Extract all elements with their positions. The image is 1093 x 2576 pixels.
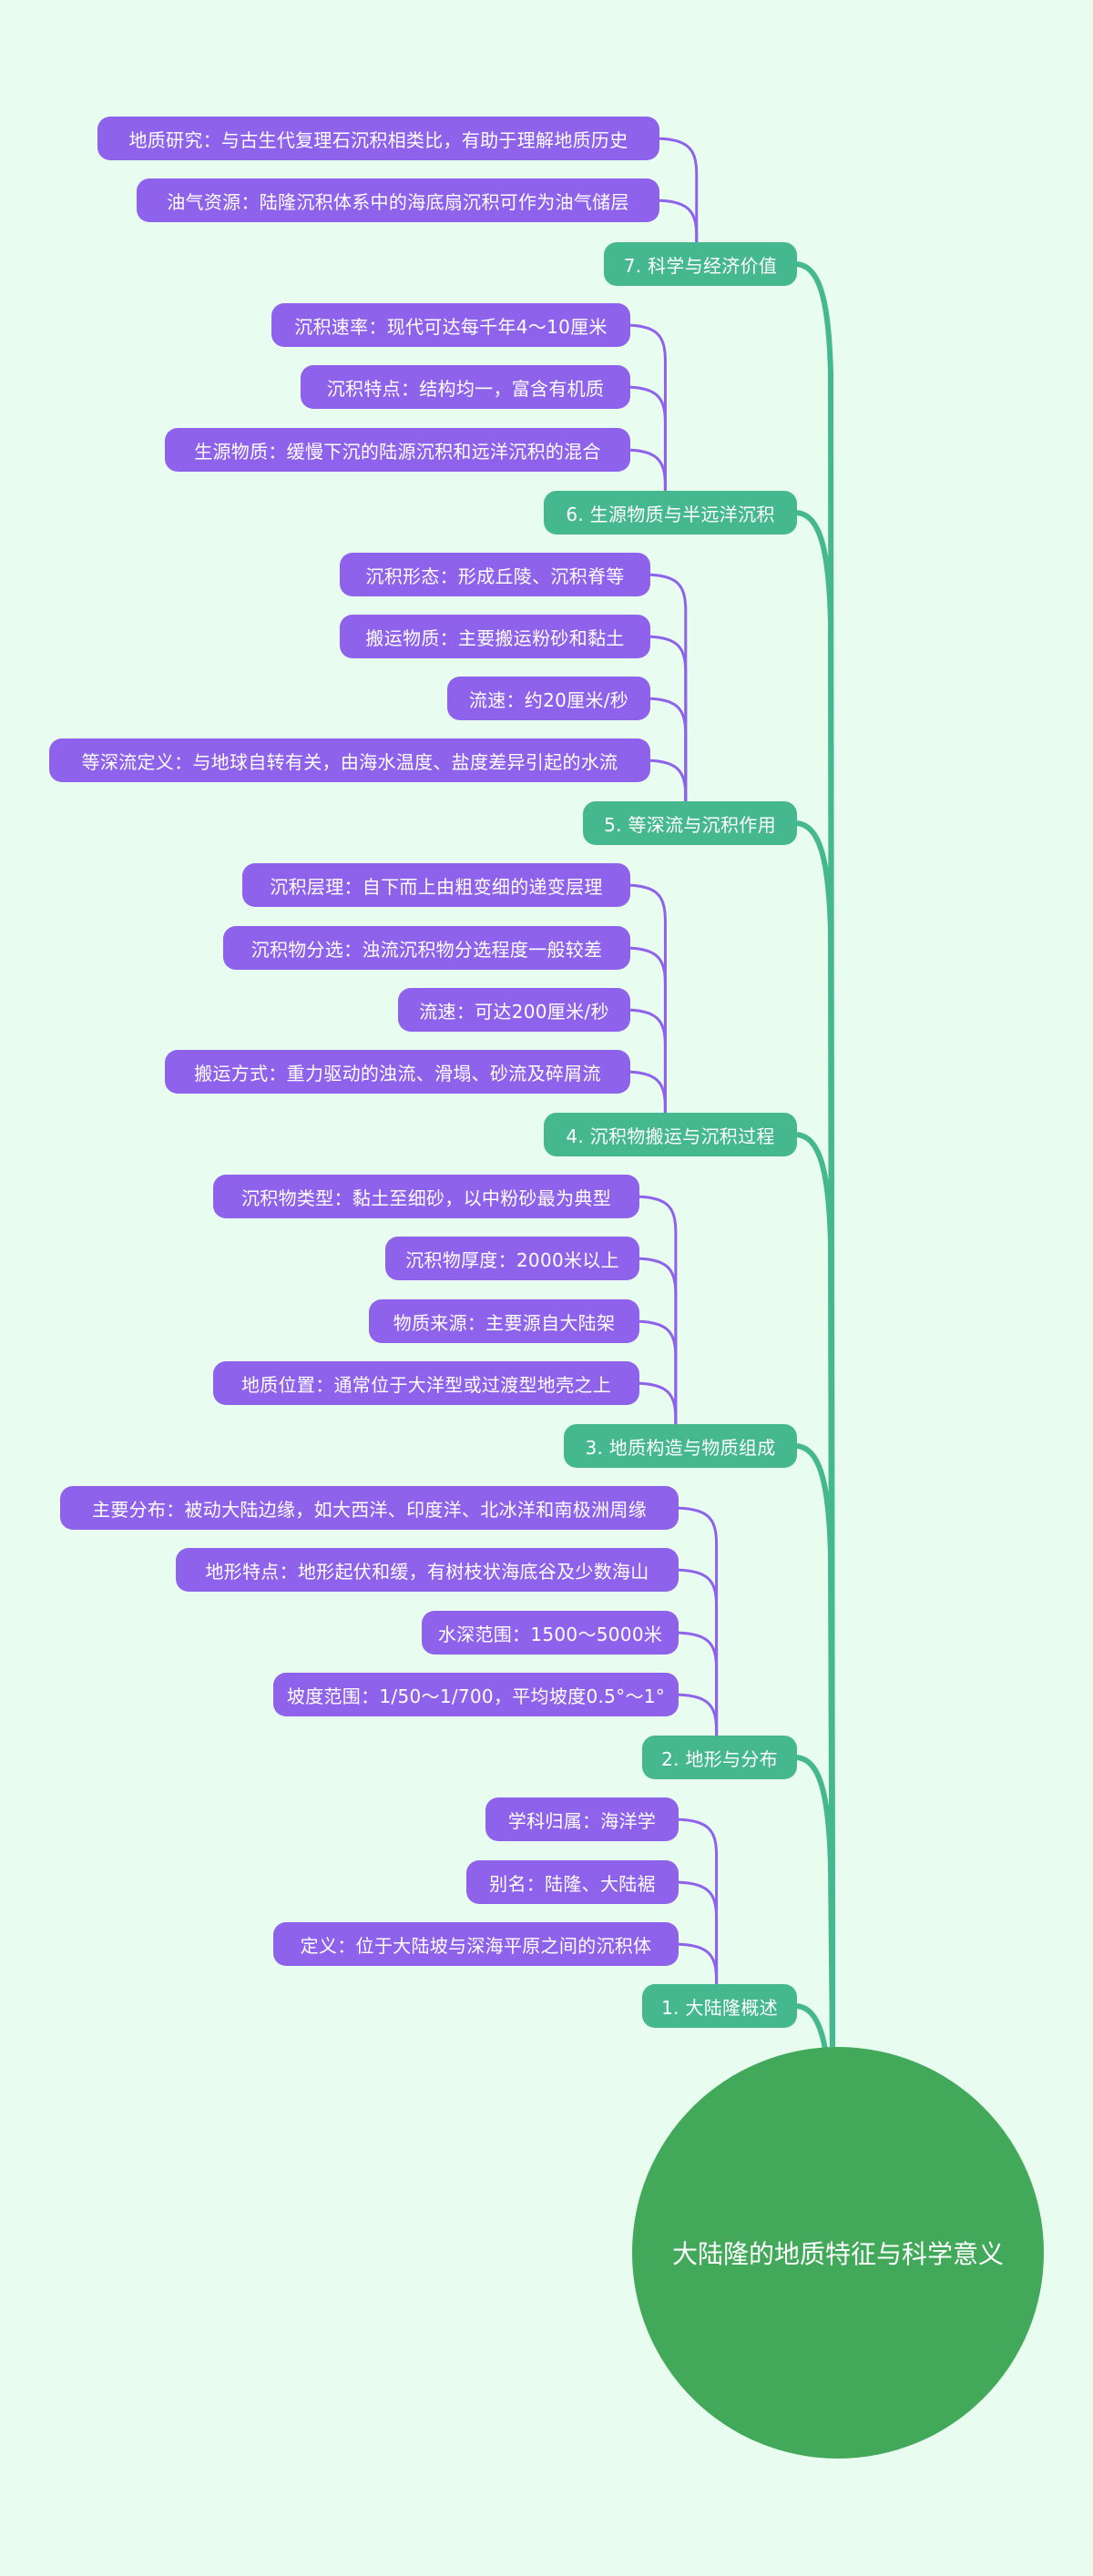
- branch-node-5[interactable]: 5. 等深流与沉积作用: [583, 801, 797, 845]
- leaf-node[interactable]: 地形特点：地形起伏和缓，有树枝状海底谷及少数海山: [176, 1548, 679, 1592]
- leaf-connector: [621, 385, 667, 494]
- leaf-connector: [621, 883, 667, 1116]
- leaf-connector: [630, 1257, 678, 1428]
- leaf-node[interactable]: 沉积速率：现代可达每千年4～10厘米: [271, 303, 630, 347]
- leaf-node[interactable]: 定义：位于大陆坡与深海平原之间的沉积体: [273, 1922, 679, 1966]
- leaf-node[interactable]: 坡度范围：1/50～1/700，平均坡度0.5°～1°: [273, 1673, 679, 1716]
- trunk-connector: [792, 261, 835, 2053]
- leaf-connector: [669, 1693, 719, 1739]
- leaf-label: 坡度范围：1/50～1/700，平均坡度0.5°～1°: [286, 1685, 666, 1707]
- leaf-node[interactable]: 水深范围：1500～5000米: [422, 1611, 679, 1655]
- leaf-connector: [650, 137, 699, 246]
- leaf-connector: [669, 1880, 719, 1988]
- leaf-connector: [621, 1008, 667, 1116]
- leaf-label: 油气资源：陆隆沉积体系中的海底扇沉积可作为油气储层: [167, 190, 629, 213]
- root-node[interactable]: 大陆隆的地质特征与科学意义: [632, 2047, 1044, 2459]
- leaf-label: 沉积特点：结构均一，富含有机质: [326, 377, 605, 400]
- leaf-node[interactable]: 沉积层理：自下而上由粗变细的递变层理: [242, 863, 630, 907]
- branch-node-1[interactable]: 1. 大陆隆概述: [642, 1984, 797, 2028]
- root-label: 大陆隆的地质特征与科学意义: [671, 2239, 1004, 2269]
- leaf-label: 流速：可达200厘米/秒: [419, 1000, 609, 1023]
- leaf-connector: [641, 759, 688, 805]
- leaf-node[interactable]: 搬运方式：重力驱动的浊流、滑塌、砂流及碎屑流: [165, 1050, 630, 1094]
- branch-label: 7. 科学与经济价值: [623, 254, 778, 277]
- leaf-connector: [630, 1381, 678, 1428]
- leaf-label: 地形特点：地形起伏和缓，有树枝状海底谷及少数海山: [205, 1560, 649, 1583]
- leaf-connector: [630, 1319, 678, 1428]
- leaf-label: 流速：约20厘米/秒: [468, 688, 629, 711]
- branch-label: 5. 等深流与沉积作用: [604, 813, 776, 836]
- leaf-connector: [650, 199, 699, 246]
- leaf-label: 沉积物分选：浊流沉积物分选程度一般较差: [250, 938, 603, 961]
- leaf-connector: [621, 448, 667, 494]
- leaf-node[interactable]: 地质位置：通常位于大洋型或过渡型地壳之上: [213, 1361, 639, 1405]
- leaf-label: 物质来源：主要源自大陆架: [393, 1311, 616, 1334]
- leaf-label: 别名：陆隆、大陆裾: [489, 1872, 656, 1895]
- leaf-label: 水深范围：1500～5000米: [437, 1623, 663, 1645]
- leaf-connector: [621, 1070, 667, 1116]
- trunk-connector: [792, 510, 835, 2053]
- leaf-connector: [641, 635, 688, 805]
- leaf-connector: [669, 1568, 719, 1739]
- leaf-node[interactable]: 物质来源：主要源自大陆架: [369, 1299, 639, 1343]
- branch-node-4[interactable]: 4. 沉积物搬运与沉积过程: [544, 1113, 797, 1156]
- leaf-connector: [621, 323, 667, 494]
- leaf-label: 沉积物厚度：2000米以上: [405, 1248, 619, 1271]
- leaf-label: 等深流定义：与地球自转有关，由海水温度、盐度差异引起的水流: [81, 750, 618, 773]
- leaf-connector: [641, 697, 688, 805]
- leaf-label: 沉积形态：形成丘陵、沉积脊等: [365, 565, 625, 587]
- branch-node-3[interactable]: 3. 地质构造与物质组成: [564, 1424, 797, 1468]
- leaf-label: 搬运物质：主要搬运粉砂和黏土: [365, 626, 625, 649]
- trunk-connector: [792, 820, 835, 2053]
- leaf-label: 定义：位于大陆坡与深海平原之间的沉积体: [300, 1934, 652, 1957]
- leaf-connector: [669, 1817, 719, 1988]
- leaf-label: 学科归属：海洋学: [507, 1809, 657, 1832]
- leaf-label: 主要分布：被动大陆边缘，如大西洋、印度洋、北冰洋和南极洲周缘: [92, 1498, 647, 1521]
- leaf-node[interactable]: 别名：陆隆、大陆裾: [466, 1860, 679, 1904]
- leaf-node[interactable]: 主要分布：被动大陆边缘，如大西洋、印度洋、北冰洋和南极洲周缘: [60, 1486, 679, 1530]
- leaf-connector: [669, 1942, 719, 1988]
- leaf-node[interactable]: 油气资源：陆隆沉积体系中的海底扇沉积可作为油气储层: [137, 178, 659, 222]
- branch-node-6[interactable]: 6. 生源物质与半远洋沉积: [544, 491, 797, 535]
- leaf-node[interactable]: 沉积物分选：浊流沉积物分选程度一般较差: [223, 926, 630, 970]
- branch-label: 4. 沉积物搬运与沉积过程: [566, 1125, 775, 1147]
- leaf-node[interactable]: 沉积物厚度：2000米以上: [385, 1237, 639, 1280]
- branch-label: 3. 地质构造与物质组成: [585, 1436, 776, 1459]
- branch-label: 6. 生源物质与半远洋沉积: [566, 503, 775, 525]
- branch-label: 2. 地形与分布: [661, 1747, 778, 1770]
- leaf-node[interactable]: 学科归属：海洋学: [485, 1797, 679, 1841]
- leaf-node[interactable]: 沉积形态：形成丘陵、沉积脊等: [340, 553, 650, 596]
- leaf-label: 生源物质：缓慢下沉的陆源沉积和远洋沉积的混合: [194, 440, 601, 463]
- leaf-node[interactable]: 沉积特点：结构均一，富含有机质: [301, 365, 630, 409]
- trunk-connector: [792, 1443, 835, 2053]
- leaf-connector: [669, 1631, 719, 1739]
- leaf-connector: [630, 1195, 678, 1428]
- leaf-label: 沉积层理：自下而上由粗变细的递变层理: [270, 875, 603, 898]
- leaf-label: 地质研究：与古生代复理石沉积相类比，有助于理解地质历史: [128, 128, 628, 151]
- leaf-connector: [621, 946, 667, 1116]
- leaf-node[interactable]: 等深流定义：与地球自转有关，由海水温度、盐度差异引起的水流: [49, 738, 650, 782]
- leaf-node[interactable]: 沉积物类型：黏土至细砂，以中粉砂最为典型: [213, 1175, 639, 1218]
- leaf-node[interactable]: 流速：约20厘米/秒: [447, 677, 650, 720]
- leaf-label: 沉积物类型：黏土至细砂，以中粉砂最为典型: [241, 1186, 611, 1209]
- leaf-connector: [641, 573, 688, 805]
- leaf-label: 地质位置：通常位于大洋型或过渡型地壳之上: [241, 1373, 611, 1396]
- leaf-node[interactable]: 生源物质：缓慢下沉的陆源沉积和远洋沉积的混合: [165, 428, 630, 472]
- branch-node-7[interactable]: 7. 科学与经济价值: [604, 242, 797, 286]
- trunk-connector: [792, 1755, 835, 2053]
- leaf-label: 搬运方式：重力驱动的浊流、滑塌、砂流及碎屑流: [194, 1062, 601, 1084]
- leaf-label: 沉积速率：现代可达每千年4～10厘米: [294, 315, 608, 338]
- trunk-connector: [792, 1132, 835, 2053]
- branch-label: 1. 大陆隆概述: [661, 1996, 778, 2019]
- leaf-node[interactable]: 流速：可达200厘米/秒: [398, 988, 630, 1032]
- leaf-connector: [669, 1506, 719, 1739]
- branch-node-2[interactable]: 2. 地形与分布: [642, 1736, 797, 1779]
- leaf-node[interactable]: 搬运物质：主要搬运粉砂和黏土: [340, 615, 650, 658]
- leaf-node[interactable]: 地质研究：与古生代复理石沉积相类比，有助于理解地质历史: [97, 117, 659, 160]
